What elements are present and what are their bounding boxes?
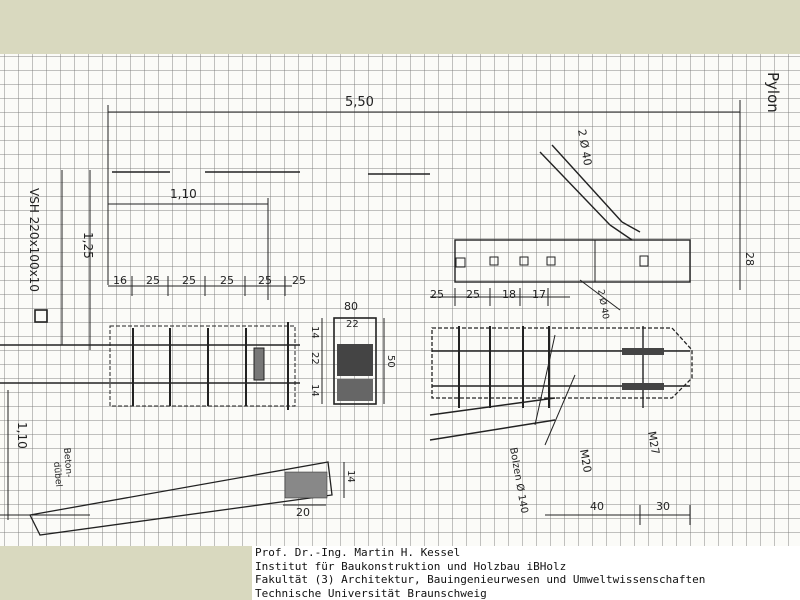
dim-height-110-label: 1,10: [15, 422, 29, 449]
spacing-label-4: 25: [220, 274, 234, 287]
grid-paper-sheet: [0, 54, 800, 546]
cross-section-width-80: 80: [344, 300, 358, 313]
dim-member-label: 1,10: [170, 187, 197, 201]
bolt-m20-label: M20: [577, 448, 594, 473]
dim-30-label: 30: [656, 500, 670, 513]
credit-author: Prof. Dr.-Ing. Martin H. Kessel: [255, 546, 461, 559]
spacing-label-6: 25: [292, 274, 306, 287]
section-label: VSH 220x100x10: [27, 188, 41, 292]
spacing-label-2: 25: [146, 274, 160, 287]
spacing-label-3: 25: [182, 274, 196, 287]
credit-faculty: Fakultät (3) Architektur, Bauingenieurwe…: [255, 573, 706, 586]
cross-section-14-top: 14: [309, 326, 320, 339]
credit-institute: Institut für Baukonstruktion und Holzbau…: [255, 559, 567, 573]
dim-overall-label: 5,50: [345, 95, 374, 110]
cross-section-14-bottom: 14: [309, 384, 320, 397]
spacing-label-1: 16: [113, 274, 127, 287]
spacing-label-5: 25: [258, 274, 272, 287]
right-spacing-label-4: 17: [532, 288, 546, 301]
cable-small-label: 2 Ø 40: [595, 289, 611, 321]
cross-section-width-22: 22: [346, 319, 359, 330]
depth-28-label: 28: [743, 252, 756, 266]
depth-20-label: 20: [296, 506, 310, 519]
cross-section-height-50: 50: [385, 355, 396, 368]
right-spacing-label-1: 25: [430, 288, 444, 301]
pins-label: Bolzen Ø 140: [507, 446, 530, 514]
right-spacing-label-3: 18: [502, 288, 516, 301]
concrete-label-line2: dübel: [51, 461, 63, 487]
title-pylon: Pylon: [764, 72, 782, 113]
dim-40-label: 40: [590, 500, 604, 513]
dim-height-125-label: 1,25: [81, 232, 95, 259]
right-spacing-label-2: 25: [466, 288, 480, 301]
top-border: [0, 0, 800, 54]
concrete-label-line1: Beton-: [61, 447, 74, 477]
dim-14-label: 14: [345, 470, 356, 483]
cross-section-22-mid: 22: [309, 352, 320, 365]
bolt-m27-label: M27: [645, 430, 662, 455]
cable-label: 2 Ø 40: [575, 128, 594, 166]
credit-university: Technische Universität Braunschweig: [255, 586, 487, 600]
credits-panel: Prof. Dr.-Ing. Martin H. Kessel Institut…: [252, 546, 800, 600]
